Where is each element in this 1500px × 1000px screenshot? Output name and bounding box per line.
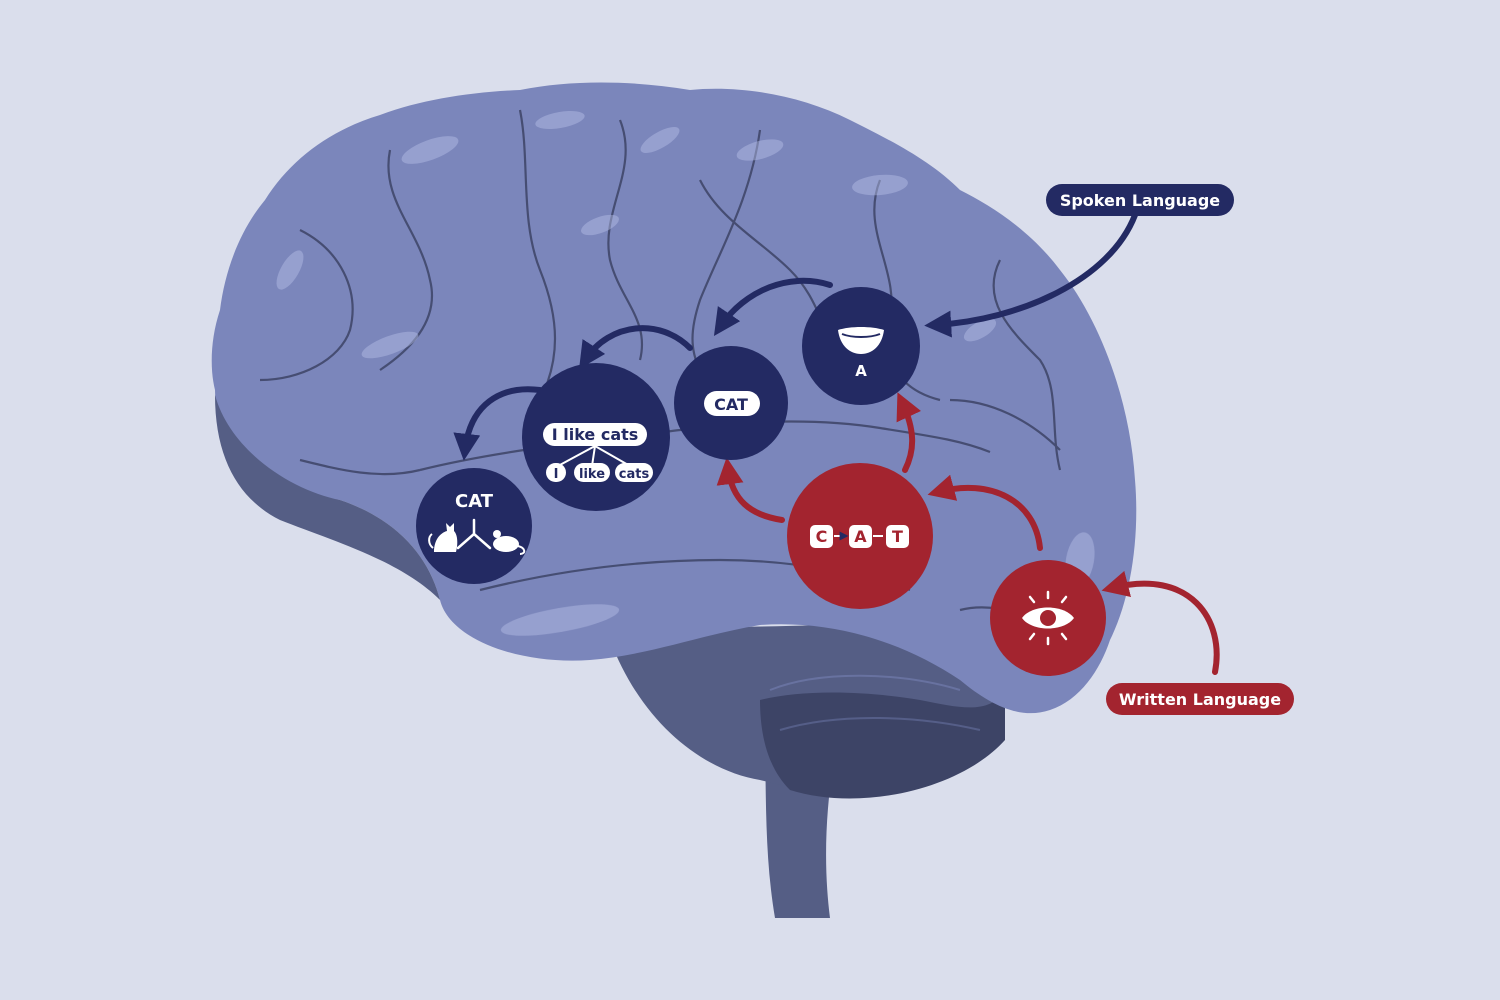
arrow-written-to-eye xyxy=(1101,570,1220,675)
cat-icon xyxy=(428,523,458,552)
eye-node xyxy=(990,560,1106,676)
arrow-eye-to-letters xyxy=(927,474,1043,551)
letters-node: C A T xyxy=(787,463,933,609)
letter-3: T xyxy=(892,527,903,546)
mouth-node: A xyxy=(802,287,920,405)
spoken-language-label: Spoken Language xyxy=(1046,184,1234,216)
arrow-word-to-sentence xyxy=(579,325,693,370)
sentence-text: I like cats xyxy=(552,425,639,444)
written-language-label: Written Language xyxy=(1106,683,1294,715)
arrow-letters-to-mouth xyxy=(896,392,922,473)
eye-icon xyxy=(1022,590,1074,646)
mouse-icon xyxy=(493,530,526,555)
sentence-node: I like cats I like cats xyxy=(522,363,670,511)
written-pathway-arrows xyxy=(716,392,1220,675)
meaning-word: CAT xyxy=(455,491,494,512)
word-pill xyxy=(704,391,760,416)
sentence-part-2: like xyxy=(579,467,605,482)
mouth-icon xyxy=(838,327,884,354)
letter-1: C xyxy=(816,527,828,546)
cerebellum xyxy=(610,624,1005,799)
sentence-part-1: I xyxy=(554,467,559,482)
arrow-mouth-to-word xyxy=(713,277,833,336)
letter-2: A xyxy=(854,527,867,546)
spoken-language-text: Spoken Language xyxy=(1060,191,1220,210)
sentence-pill xyxy=(543,423,647,446)
word-node: CAT xyxy=(674,346,788,460)
arrow-letters-to-word xyxy=(716,457,785,523)
meaning-node: CAT xyxy=(416,468,532,584)
sentence-part-3: cats xyxy=(619,467,650,482)
spoken-pathway-arrows xyxy=(453,212,1138,461)
arrow-spoken-to-mouth xyxy=(924,212,1138,338)
arrow-sentence-to-meaning xyxy=(453,386,543,461)
word-text: CAT xyxy=(714,395,748,414)
written-language-text: Written Language xyxy=(1119,690,1281,709)
mouth-sound: A xyxy=(855,362,867,380)
